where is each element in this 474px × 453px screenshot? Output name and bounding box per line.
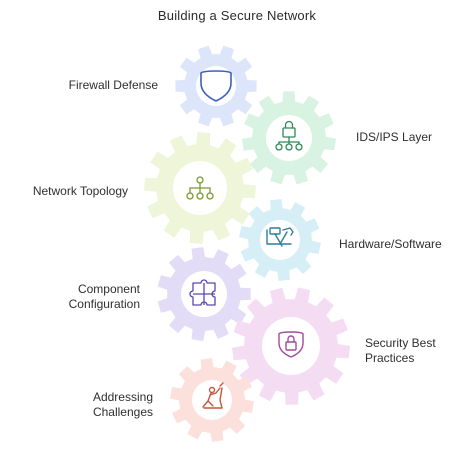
gear-firewall-defense [175,45,257,127]
network-lock-icon [275,120,303,151]
lock-icon [278,331,304,358]
tools-icon [266,227,294,247]
climber-icon [202,382,224,409]
gear-addressing-challenges [170,358,254,442]
hierarchy-icon [186,176,214,200]
gear-hub [196,66,236,106]
label-network-topology: Network Topology [32,184,128,198]
gear-hub [262,317,320,375]
label-hardware-software: Hardware/Software [339,237,442,251]
label-firewall-defense: Firewall Defense [68,78,158,92]
label-ids-ips-layer: IDS/IPS Layer [356,130,433,144]
puzzle-icon [189,279,216,306]
shield-icon [200,70,232,102]
gear-hardware-software [239,199,321,281]
diagram-title: Building a Secure Network [157,8,317,23]
gear-hub [192,380,232,420]
gear-security-best-practices [232,287,350,405]
gear-hub [260,220,300,260]
